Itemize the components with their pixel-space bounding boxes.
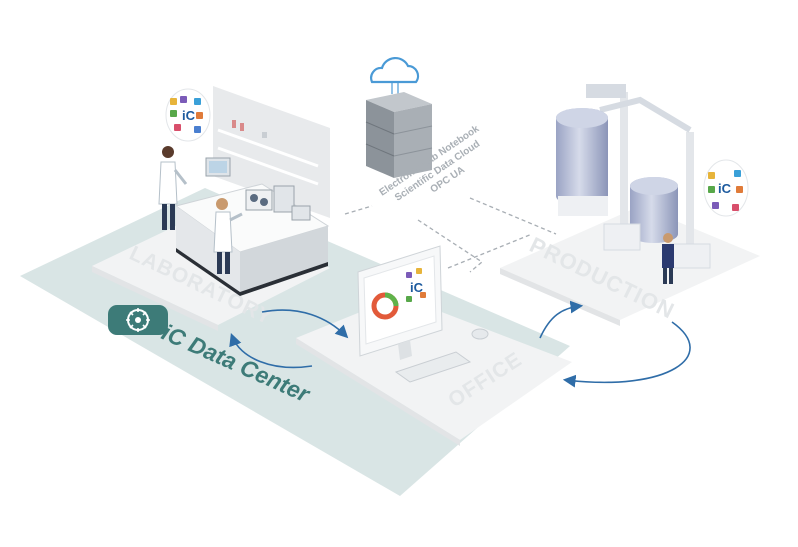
lab-wall xyxy=(213,86,330,218)
lab-bench xyxy=(174,157,330,296)
scientist-2-illustration xyxy=(213,198,243,274)
app-grid-icon: iC xyxy=(703,159,749,217)
server-rack-icon xyxy=(365,92,433,178)
donut-chart-icon xyxy=(371,292,399,320)
scientist-1-illustration xyxy=(158,146,188,230)
svg-text:iC: iC xyxy=(718,181,732,196)
flow-arrows xyxy=(229,300,691,388)
computer-illustration: iC xyxy=(357,245,489,383)
app-grid-icon: iC xyxy=(165,88,211,142)
cloud-icon xyxy=(370,56,420,94)
svg-text:iC: iC xyxy=(410,280,424,295)
arrow-production-to-office xyxy=(562,321,691,388)
arrow-office-to-production xyxy=(539,300,584,339)
arrow-lab-to-office xyxy=(261,309,349,339)
production-equipment xyxy=(556,84,711,269)
ic-data-center-logo-icon xyxy=(108,305,168,335)
dashed-connectors xyxy=(344,197,557,273)
svg-text:iC: iC xyxy=(182,108,196,123)
operator-illustration xyxy=(662,233,674,284)
arrow-office-to-lab xyxy=(229,332,313,369)
